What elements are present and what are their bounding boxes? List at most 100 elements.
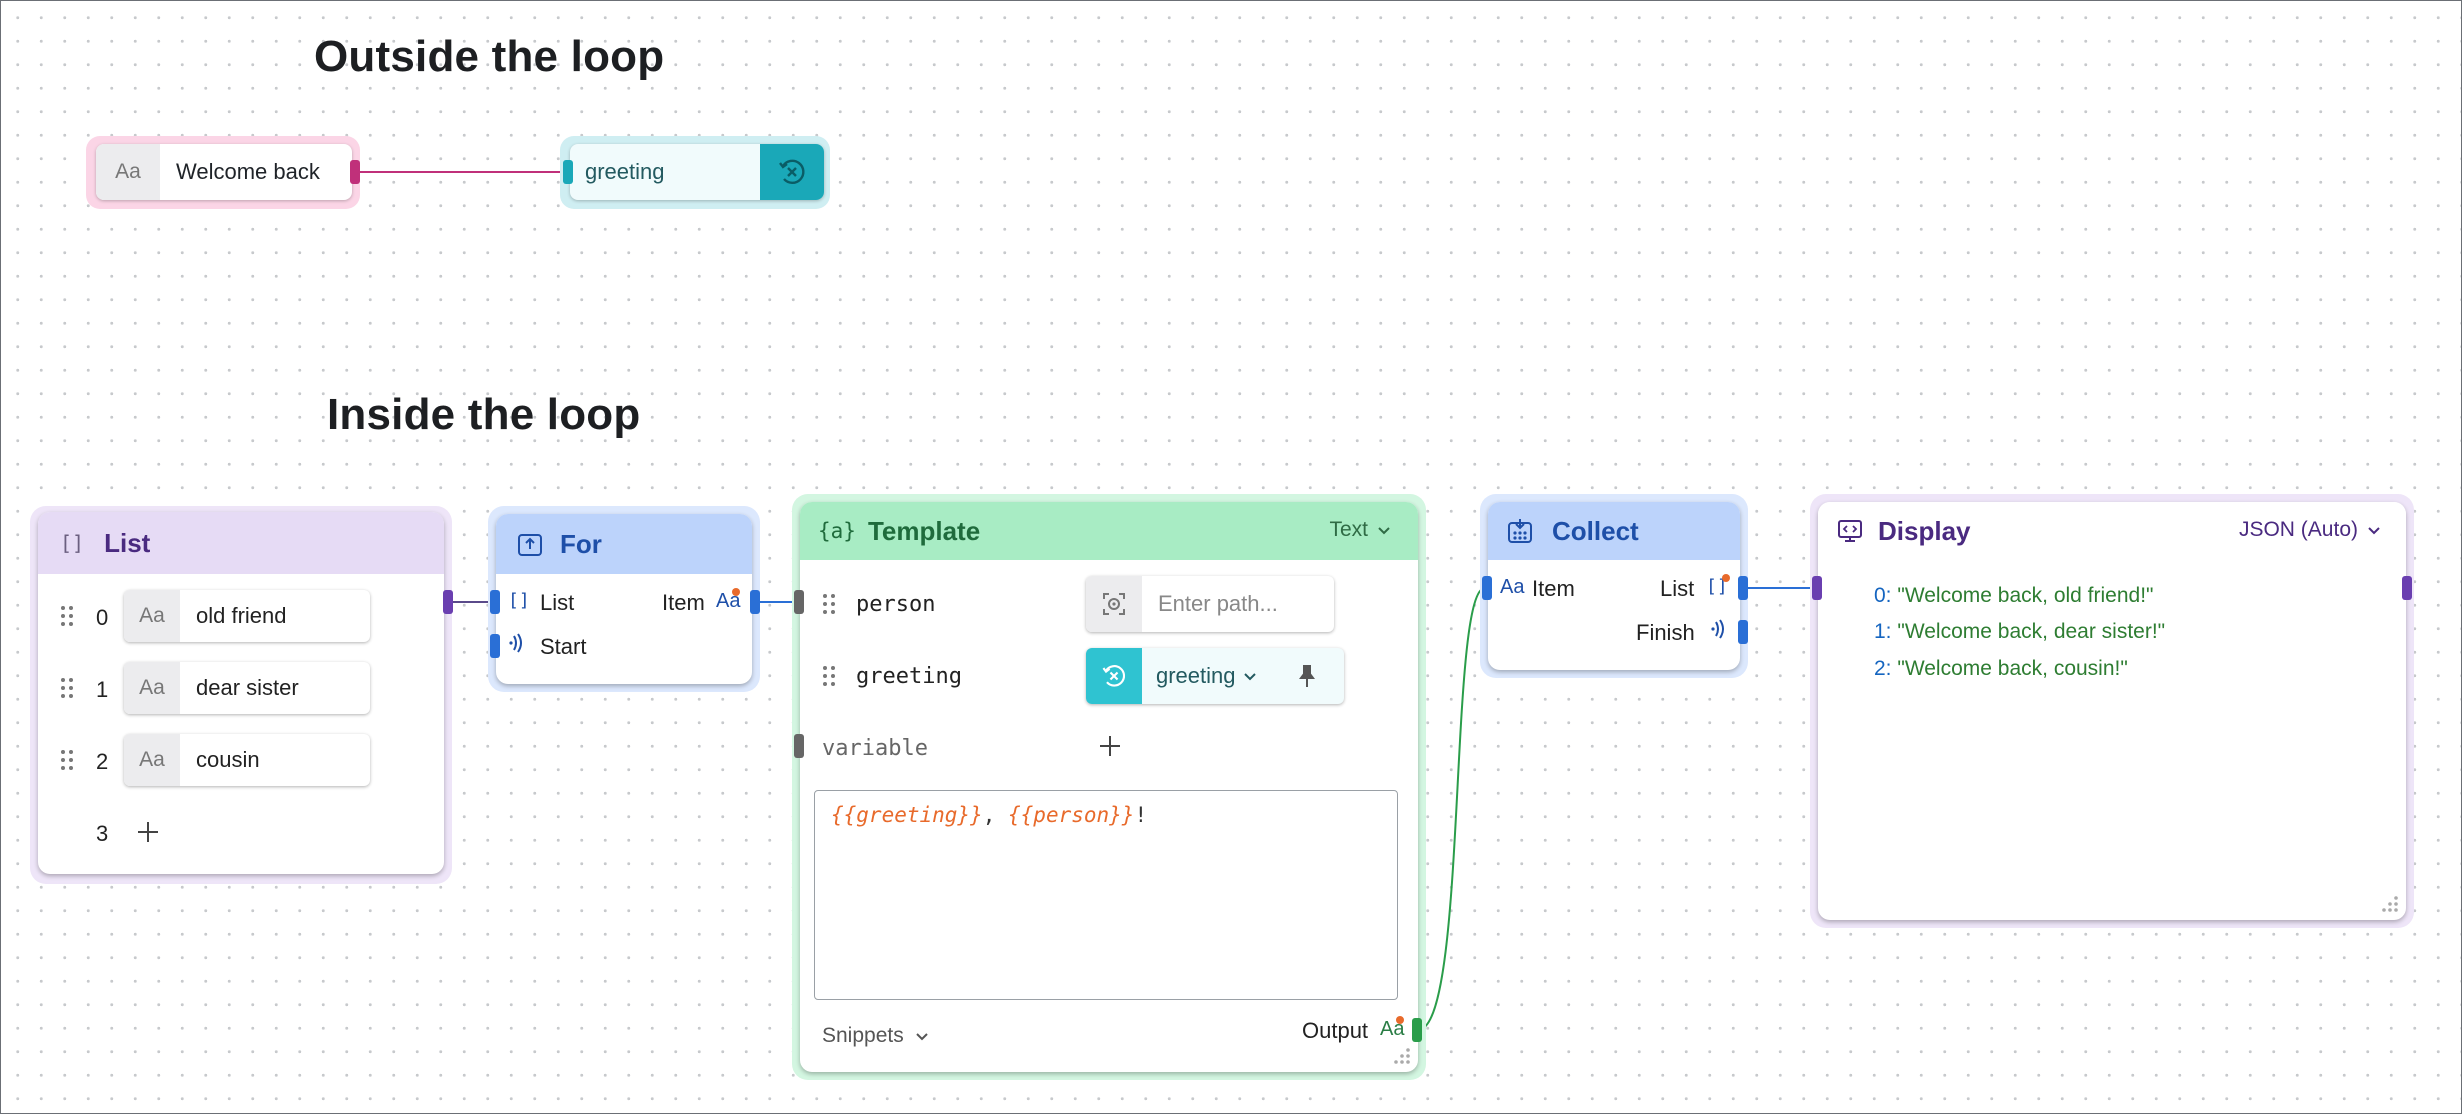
path-placeholder[interactable]: Enter path...: [1158, 591, 1278, 616]
resize-handle-icon[interactable]: [1392, 1046, 1412, 1066]
list-item-0[interactable]: Aa old friend: [124, 590, 370, 642]
template-input-variable-port[interactable]: [794, 734, 804, 758]
collect-node[interactable]: Collect Aa Item List [] Finish: [1488, 502, 1740, 670]
for-node-header[interactable]: For: [496, 514, 752, 574]
template-param-person-input[interactable]: Enter path...: [1086, 576, 1334, 632]
variable-node-input-port[interactable]: [563, 160, 573, 184]
variable-node-name[interactable]: greeting: [585, 159, 665, 184]
collect-output-finish-label: Finish: [1636, 620, 1695, 645]
text-node[interactable]: Aa Welcome back: [96, 144, 352, 200]
plus-icon: [1100, 736, 1120, 756]
variable-toggle-button[interactable]: [760, 144, 824, 200]
collect-input-item-label: Item: [1532, 576, 1575, 601]
add-variable-label: variable: [822, 736, 928, 761]
list-item-value[interactable]: old friend: [196, 603, 287, 628]
signal-icon: [509, 633, 522, 653]
list-item-value[interactable]: cousin: [196, 747, 260, 772]
for-input-list-label: List: [540, 590, 575, 615]
text-type-badge: Aa: [124, 662, 180, 714]
drag-handle-icon[interactable]: [60, 748, 74, 772]
json-line: 1: "Welcome back, dear sister!": [1874, 620, 2165, 644]
for-node[interactable]: For [] List Start Item Aa: [496, 514, 752, 684]
display-mode-dropdown[interactable]: JSON (Auto): [2239, 518, 2382, 542]
list-type-icon: []: [1706, 576, 1728, 597]
add-item-button[interactable]: [134, 818, 162, 846]
json-line: 2: "Welcome back, cousin!": [1874, 657, 2128, 681]
text-node-output-port[interactable]: [350, 160, 360, 184]
drag-handle-icon[interactable]: [60, 604, 74, 628]
template-input-person-port[interactable]: [794, 590, 804, 614]
list-node-header[interactable]: [] List: [38, 512, 444, 574]
heading-outside-loop: Outside the loop: [314, 32, 665, 81]
for-output-item-label: Item: [662, 590, 705, 615]
list-item-1[interactable]: Aa dear sister: [124, 662, 370, 714]
output-indicator-dot: [1722, 574, 1730, 582]
template-icon: {a}: [818, 519, 856, 543]
text-type-badge: Aa: [124, 590, 180, 642]
add-variable-button[interactable]: [1096, 732, 1124, 760]
list-node-output-port[interactable]: [443, 590, 453, 614]
variable-toggle-button[interactable]: [1086, 648, 1142, 704]
display-node-header[interactable]: Display JSON (Auto): [1818, 502, 2406, 560]
text-type-badge: Aa: [1500, 576, 1525, 598]
display-output-port[interactable]: [2402, 576, 2412, 600]
output-indicator-dot: [1396, 1016, 1404, 1024]
collect-input-item-port[interactable]: [1482, 576, 1492, 600]
collect-output-finish-port[interactable]: [1738, 620, 1748, 644]
template-text[interactable]: {{greeting}}, {{person}}!: [831, 803, 1147, 827]
template-param-greeting-name: greeting: [856, 664, 962, 689]
drag-handle-icon[interactable]: [60, 676, 74, 700]
template-node-title: Template: [867, 515, 981, 546]
for-node-title: For: [560, 528, 602, 559]
drag-handle-icon[interactable]: [822, 592, 836, 616]
resize-handle-icon[interactable]: [2380, 894, 2400, 914]
list-next-index: 3: [96, 821, 109, 846]
variable-node[interactable]: greeting: [570, 144, 824, 200]
list-type-icon: []: [508, 590, 530, 611]
pin-icon[interactable]: [1296, 664, 1318, 688]
display-icon: [1838, 520, 1862, 542]
for-input-list-port[interactable]: [490, 590, 500, 614]
display-node[interactable]: Display JSON (Auto) 0: "Welcome back, ol…: [1818, 502, 2406, 920]
list-node[interactable]: [] List 0 Aa old friend 1 Aa dear sister…: [38, 512, 444, 874]
heading-inside-loop: Inside the loop: [327, 390, 641, 439]
list-item-2[interactable]: Aa cousin: [124, 734, 370, 786]
chevron-down-icon: [2368, 527, 2380, 535]
template-node[interactable]: {a} Template Text person Enter path... g…: [800, 502, 1418, 1072]
collect-output-list-port[interactable]: [1738, 576, 1748, 600]
template-output-label: Output: [1302, 1018, 1369, 1043]
list-item-index: 0: [96, 605, 109, 630]
json-index: 0:: [1874, 584, 1892, 607]
for-output-item-port[interactable]: [750, 590, 760, 614]
variable-scope-icon: [779, 159, 805, 184]
list-item-value[interactable]: dear sister: [196, 675, 299, 700]
signal-icon: [1711, 619, 1724, 639]
template-mode-value: Text: [1329, 518, 1368, 541]
template-node-header[interactable]: {a} Template Text: [800, 502, 1418, 560]
collect-output-list-label: List: [1660, 576, 1695, 601]
list-item-index: 1: [96, 677, 109, 702]
display-input-port[interactable]: [1812, 576, 1822, 600]
drag-handle-icon[interactable]: [822, 664, 836, 688]
template-mode-dropdown[interactable]: Text: [1329, 518, 1392, 542]
list-item-index: 2: [96, 749, 109, 774]
template-text-end: !: [1134, 803, 1148, 827]
text-node-value[interactable]: Welcome back: [176, 159, 320, 184]
list-node-title: List: [104, 527, 151, 558]
for-input-start-label: Start: [540, 634, 587, 659]
template-var-greeting: {{greeting}}: [831, 803, 983, 827]
for-input-start-port[interactable]: [490, 634, 500, 658]
list-icon: []: [60, 531, 85, 555]
text-type-badge: Aa: [124, 734, 180, 786]
bound-variable-name: greeting: [1156, 663, 1236, 688]
json-value: "Welcome back, old friend!": [1897, 584, 2154, 607]
snippets-dropdown[interactable]: Snippets: [822, 1024, 930, 1048]
collect-node-header[interactable]: Collect: [1488, 502, 1740, 560]
plus-icon: [138, 822, 158, 842]
template-output-port[interactable]: [1412, 1018, 1422, 1042]
template-param-greeting-binding[interactable]: greeting: [1086, 648, 1344, 704]
template-editor[interactable]: {{greeting}}, {{person}}!: [814, 790, 1398, 1000]
json-line: 0: "Welcome back, old friend!": [1874, 584, 2154, 608]
path-picker-button[interactable]: [1086, 576, 1142, 632]
variable-select[interactable]: greeting: [1142, 663, 1258, 689]
